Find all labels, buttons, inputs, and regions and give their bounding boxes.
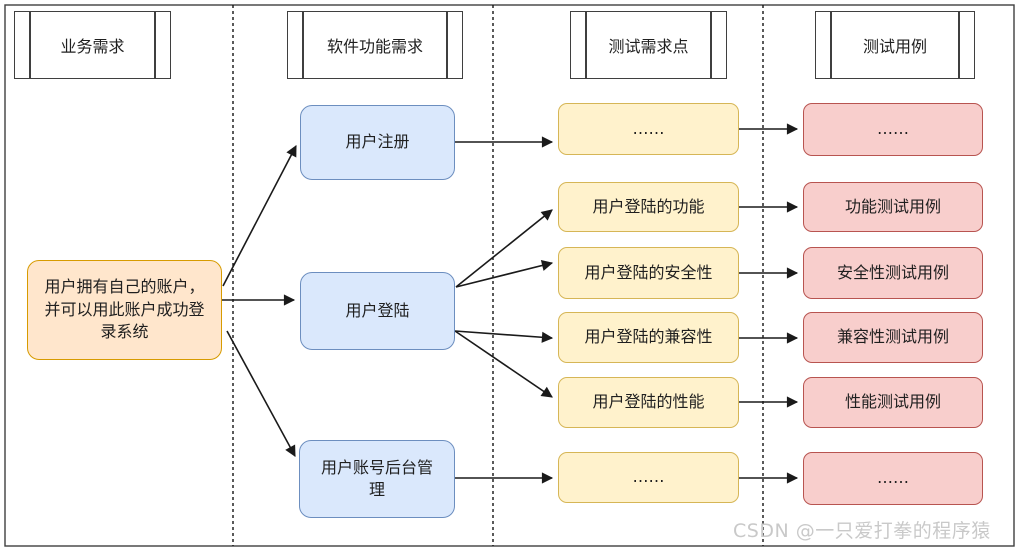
node-test-point-login-function: 用户登陆的功能 xyxy=(558,182,739,232)
node-user-login: 用户登陆 xyxy=(300,272,455,350)
header-software-functional-requirements: 软件功能需求 xyxy=(287,11,463,79)
arrow-login-to-compatibility xyxy=(454,330,554,343)
node-business-requirement: 用户拥有自己的账户，并可以用此账户成功登录系统 xyxy=(27,260,222,360)
node-label: 用户登陆 xyxy=(345,300,410,320)
arrow-login-to-performance xyxy=(454,330,553,398)
node-test-case-performance: 性能测试用例 xyxy=(803,377,983,428)
header-label: 软件功能需求 xyxy=(326,37,423,56)
node-label: 用户账号后台管理 xyxy=(320,457,433,499)
header-side-line xyxy=(830,12,832,78)
node-label: 用户登陆的安全性 xyxy=(584,262,713,282)
node-label: 用户登陆的功能 xyxy=(592,196,705,216)
node-test-case-function: 功能测试用例 xyxy=(803,182,983,232)
header-side-line xyxy=(585,12,587,78)
node-label: 性能测试用例 xyxy=(844,392,941,412)
node-test-point-login-performance: 用户登陆的性能 xyxy=(558,377,739,428)
node-test-case-ellipsis-top: …… xyxy=(803,103,983,156)
node-test-point-login-compatibility: 用户登陆的兼容性 xyxy=(558,312,739,363)
arrow-business-to-register xyxy=(222,145,297,287)
header-label: 测试需求点 xyxy=(608,37,689,56)
node-test-case-compatibility: 兼容性测试用例 xyxy=(803,312,983,363)
node-label: 用户拥有自己的账户，并可以用此账户成功登录系统 xyxy=(44,277,205,342)
header-label: 测试用例 xyxy=(862,37,927,56)
node-label: 用户注册 xyxy=(345,132,410,152)
arrow-business-to-admin xyxy=(226,330,296,457)
node-test-point-login-security: 用户登陆的安全性 xyxy=(558,247,739,299)
node-test-point-ellipsis-bottom: …… xyxy=(558,452,739,503)
node-test-case-ellipsis-bottom: …… xyxy=(803,452,983,505)
node-label: 用户登陆的兼容性 xyxy=(584,327,713,347)
node-user-account-admin: 用户账号后台管理 xyxy=(299,440,455,518)
node-label: 兼容性测试用例 xyxy=(836,327,949,347)
header-test-requirement-points: 测试需求点 xyxy=(570,11,727,79)
header-label: 业务需求 xyxy=(60,37,125,56)
header-side-line xyxy=(710,12,712,78)
header-business-requirements: 业务需求 xyxy=(14,11,171,79)
node-label: …… xyxy=(632,467,665,487)
node-user-registration: 用户注册 xyxy=(300,105,455,180)
csdn-watermark: CSDN @一只爱打拳的程序猿 xyxy=(733,520,991,542)
diagram-border xyxy=(4,4,1015,547)
arrow-login-to-security xyxy=(455,260,554,288)
node-label: …… xyxy=(877,468,909,488)
header-side-line xyxy=(302,12,304,78)
header-side-line xyxy=(29,12,31,78)
node-label: 功能测试用例 xyxy=(844,196,941,216)
node-label: …… xyxy=(877,119,909,139)
node-label: 安全性测试用例 xyxy=(836,262,949,282)
node-label: …… xyxy=(632,118,665,138)
arrow-login-to-function xyxy=(455,209,553,288)
node-label: 用户登陆的性能 xyxy=(592,392,705,412)
node-test-point-ellipsis-top: …… xyxy=(558,103,739,155)
header-side-line xyxy=(154,12,156,78)
header-side-line xyxy=(446,12,448,78)
header-side-line xyxy=(958,12,960,78)
header-test-cases: 测试用例 xyxy=(815,11,975,79)
node-test-case-security: 安全性测试用例 xyxy=(803,247,983,299)
